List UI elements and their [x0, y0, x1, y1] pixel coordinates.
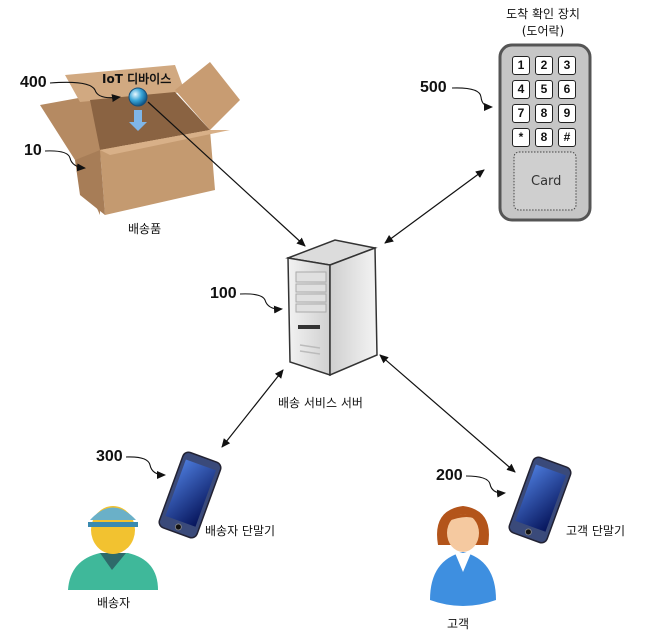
- ref-10: 10: [24, 142, 42, 159]
- package-box-icon: [40, 62, 240, 215]
- customer-label: 고객: [447, 617, 470, 631]
- leader-200: [465, 475, 506, 498]
- doorlock-card-label: Card: [531, 174, 562, 189]
- leader-100: [239, 293, 283, 314]
- keypad-key: 5: [535, 80, 553, 99]
- customer-terminal-label: 고객 단말기: [566, 524, 626, 538]
- server-label: 배송 서비스 서버: [278, 396, 363, 410]
- keypad-key: #: [558, 128, 576, 147]
- server-icon: [285, 239, 378, 377]
- doorlock-title-line1: 도착 확인 장치: [506, 7, 580, 21]
- ref-500: 500: [420, 79, 447, 96]
- ref-100: 100: [210, 285, 237, 302]
- keypad-key: *: [512, 128, 530, 147]
- leader-300: [125, 456, 166, 479]
- down-arrow-icon: [129, 110, 147, 131]
- ref-200: 200: [436, 467, 463, 484]
- edge-courier-terminal-server: [221, 369, 284, 448]
- courier-person-icon: [68, 506, 158, 590]
- iot-device-icon: [128, 87, 148, 107]
- keypad-key: 6: [558, 80, 576, 99]
- courier-terminal-label: 배송자 단말기: [205, 524, 276, 538]
- leader-500: [451, 87, 493, 111]
- keypad-key: 1: [512, 56, 530, 75]
- edge-iot-to-server: [147, 101, 306, 247]
- customer-person-icon: [430, 506, 496, 606]
- keypad-key: 4: [512, 80, 530, 99]
- ref-300: 300: [96, 448, 123, 465]
- doorlock-title-line2: (도어락): [521, 24, 565, 38]
- customer-phone-icon: [508, 456, 572, 544]
- edge-customer-terminal-server: [379, 354, 516, 473]
- package-label: 배송품: [128, 222, 162, 236]
- ref-400: 400: [20, 74, 47, 91]
- keypad-key: 9: [558, 104, 576, 123]
- keypad-key: 8: [535, 104, 553, 123]
- keypad-key: 3: [558, 56, 576, 75]
- doorlock-title: 도착 확인 장치 (도어락): [488, 6, 598, 40]
- leader-400: [49, 81, 121, 103]
- keypad-key: 8: [535, 128, 553, 147]
- iot-device-label: IoT 디바이스: [102, 72, 172, 86]
- keypad-key: 7: [512, 104, 530, 123]
- keypad-key: 2: [535, 56, 553, 75]
- edge-doorlock-server: [384, 169, 485, 244]
- courier-label: 배송자: [97, 596, 131, 610]
- leader-10: [44, 150, 86, 172]
- courier-phone-icon: [158, 451, 222, 539]
